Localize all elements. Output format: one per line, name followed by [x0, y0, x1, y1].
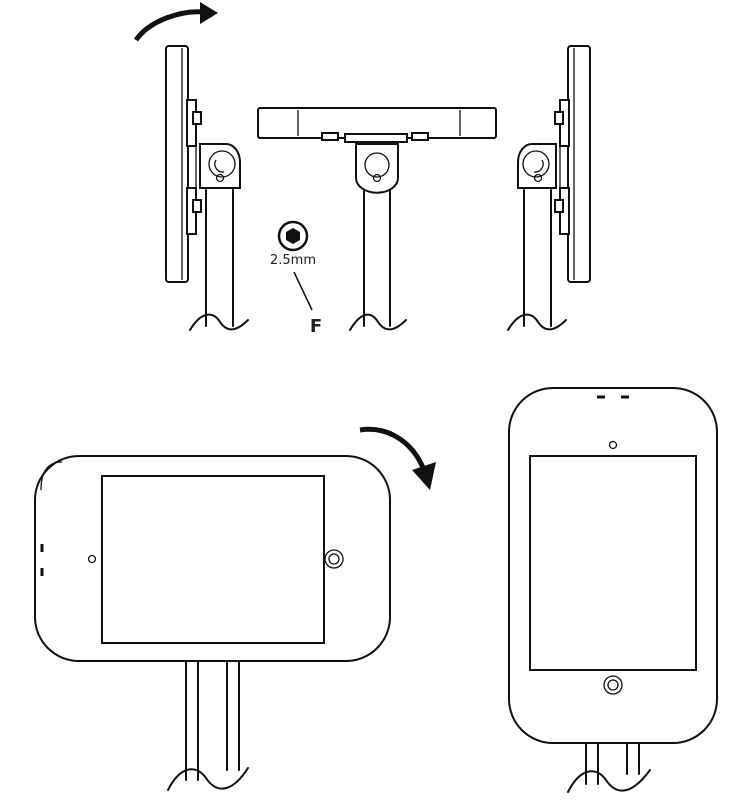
rotate-arrow-top [133, 2, 218, 42]
rotate-arrow-clockwise [359, 426, 436, 490]
top-view [257, 107, 497, 331]
callout-label-f: F [310, 316, 322, 337]
portrait-front-view [508, 387, 718, 793]
hex-key-icon [277, 220, 309, 252]
hex-key-callout: 2.5mm F [270, 220, 322, 337]
hex-key-size-label: 2.5mm [270, 253, 316, 268]
side-view-right [507, 45, 591, 331]
side-view-left [165, 45, 249, 331]
landscape-front-view [34, 455, 391, 791]
